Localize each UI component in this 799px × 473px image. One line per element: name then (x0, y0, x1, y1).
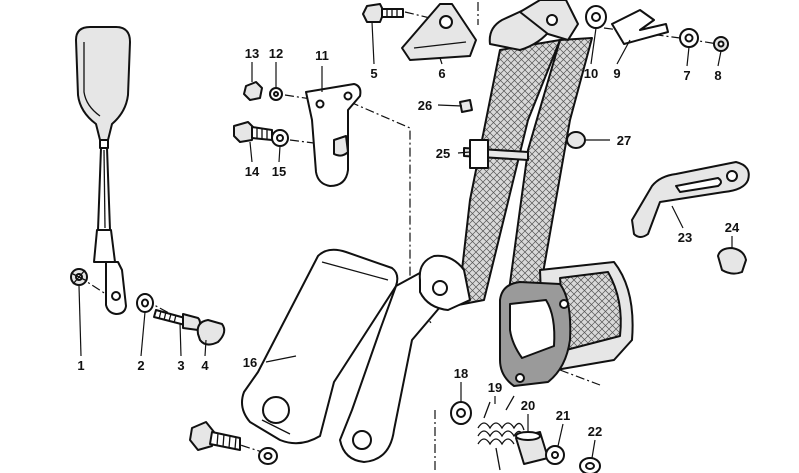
part-3-bolt (153, 309, 201, 331)
callout-19: 19 (488, 380, 502, 395)
part-8-washer (713, 36, 729, 52)
callout-15: 15 (272, 164, 286, 179)
part-4-cap (196, 319, 226, 346)
callout-6: 6 (438, 66, 445, 81)
callout-23: 23 (678, 230, 692, 245)
lower-arm (339, 261, 447, 463)
part-14-bolt (233, 121, 273, 143)
part-24-grommet (717, 247, 747, 275)
part-13-nut (243, 81, 263, 101)
part-12-washer (269, 87, 283, 101)
callout-3: 3 (177, 358, 184, 373)
leader-lines (78, 21, 733, 459)
part-19-spring (477, 395, 525, 471)
part-27-plug (566, 131, 586, 149)
callout-16: 16 (243, 355, 257, 370)
callout-12: 12 (269, 46, 283, 61)
part-9-spring-plate (611, 9, 669, 45)
part-2-washer (136, 293, 154, 313)
callout-5: 5 (370, 66, 377, 81)
callout-22: 22 (588, 424, 602, 439)
part-15-washer (271, 129, 289, 147)
callout-20: 20 (521, 398, 535, 413)
callout-14: 14 (245, 164, 260, 179)
part-21-washer (545, 445, 565, 465)
part-18-washer (450, 401, 472, 425)
callout-9: 9 (613, 66, 620, 81)
callout-2: 2 (137, 358, 144, 373)
part-22-washer (579, 457, 601, 473)
callout-labels: 1 2 3 4 5 6 7 8 9 10 11 12 13 14 15 16 1… (77, 46, 740, 439)
part-25-guide (463, 139, 529, 169)
callout-11: 11 (315, 48, 329, 63)
part-10-washer (585, 5, 607, 29)
callout-1: 1 (77, 358, 84, 373)
part-20-bushing (515, 431, 549, 465)
webbing-strap (418, 0, 593, 311)
lower-bolt (189, 421, 278, 465)
part-1-lock-washer (70, 268, 88, 286)
part-26-clip (459, 99, 473, 113)
callout-8: 8 (714, 68, 721, 83)
callout-27: 27 (617, 133, 631, 148)
retractor-reel (499, 261, 634, 387)
buckle-stalk (75, 26, 131, 315)
callout-13: 13 (245, 46, 259, 61)
callout-7: 7 (683, 68, 690, 83)
callout-4: 4 (201, 358, 209, 373)
callout-21: 21 (556, 408, 570, 423)
part-23-slotted-bracket (631, 161, 750, 238)
callout-18: 18 (454, 366, 468, 381)
callout-10: 10 (584, 66, 598, 81)
part-5-bolt (362, 3, 404, 23)
callout-25: 25 (436, 146, 450, 161)
part-11-plate (305, 83, 362, 187)
part-16-lever-arm (241, 248, 399, 445)
callout-24: 24 (725, 220, 740, 235)
part-6-anchor-bracket (401, 3, 477, 61)
part-7-washer (679, 28, 699, 48)
callout-26: 26 (418, 98, 432, 113)
